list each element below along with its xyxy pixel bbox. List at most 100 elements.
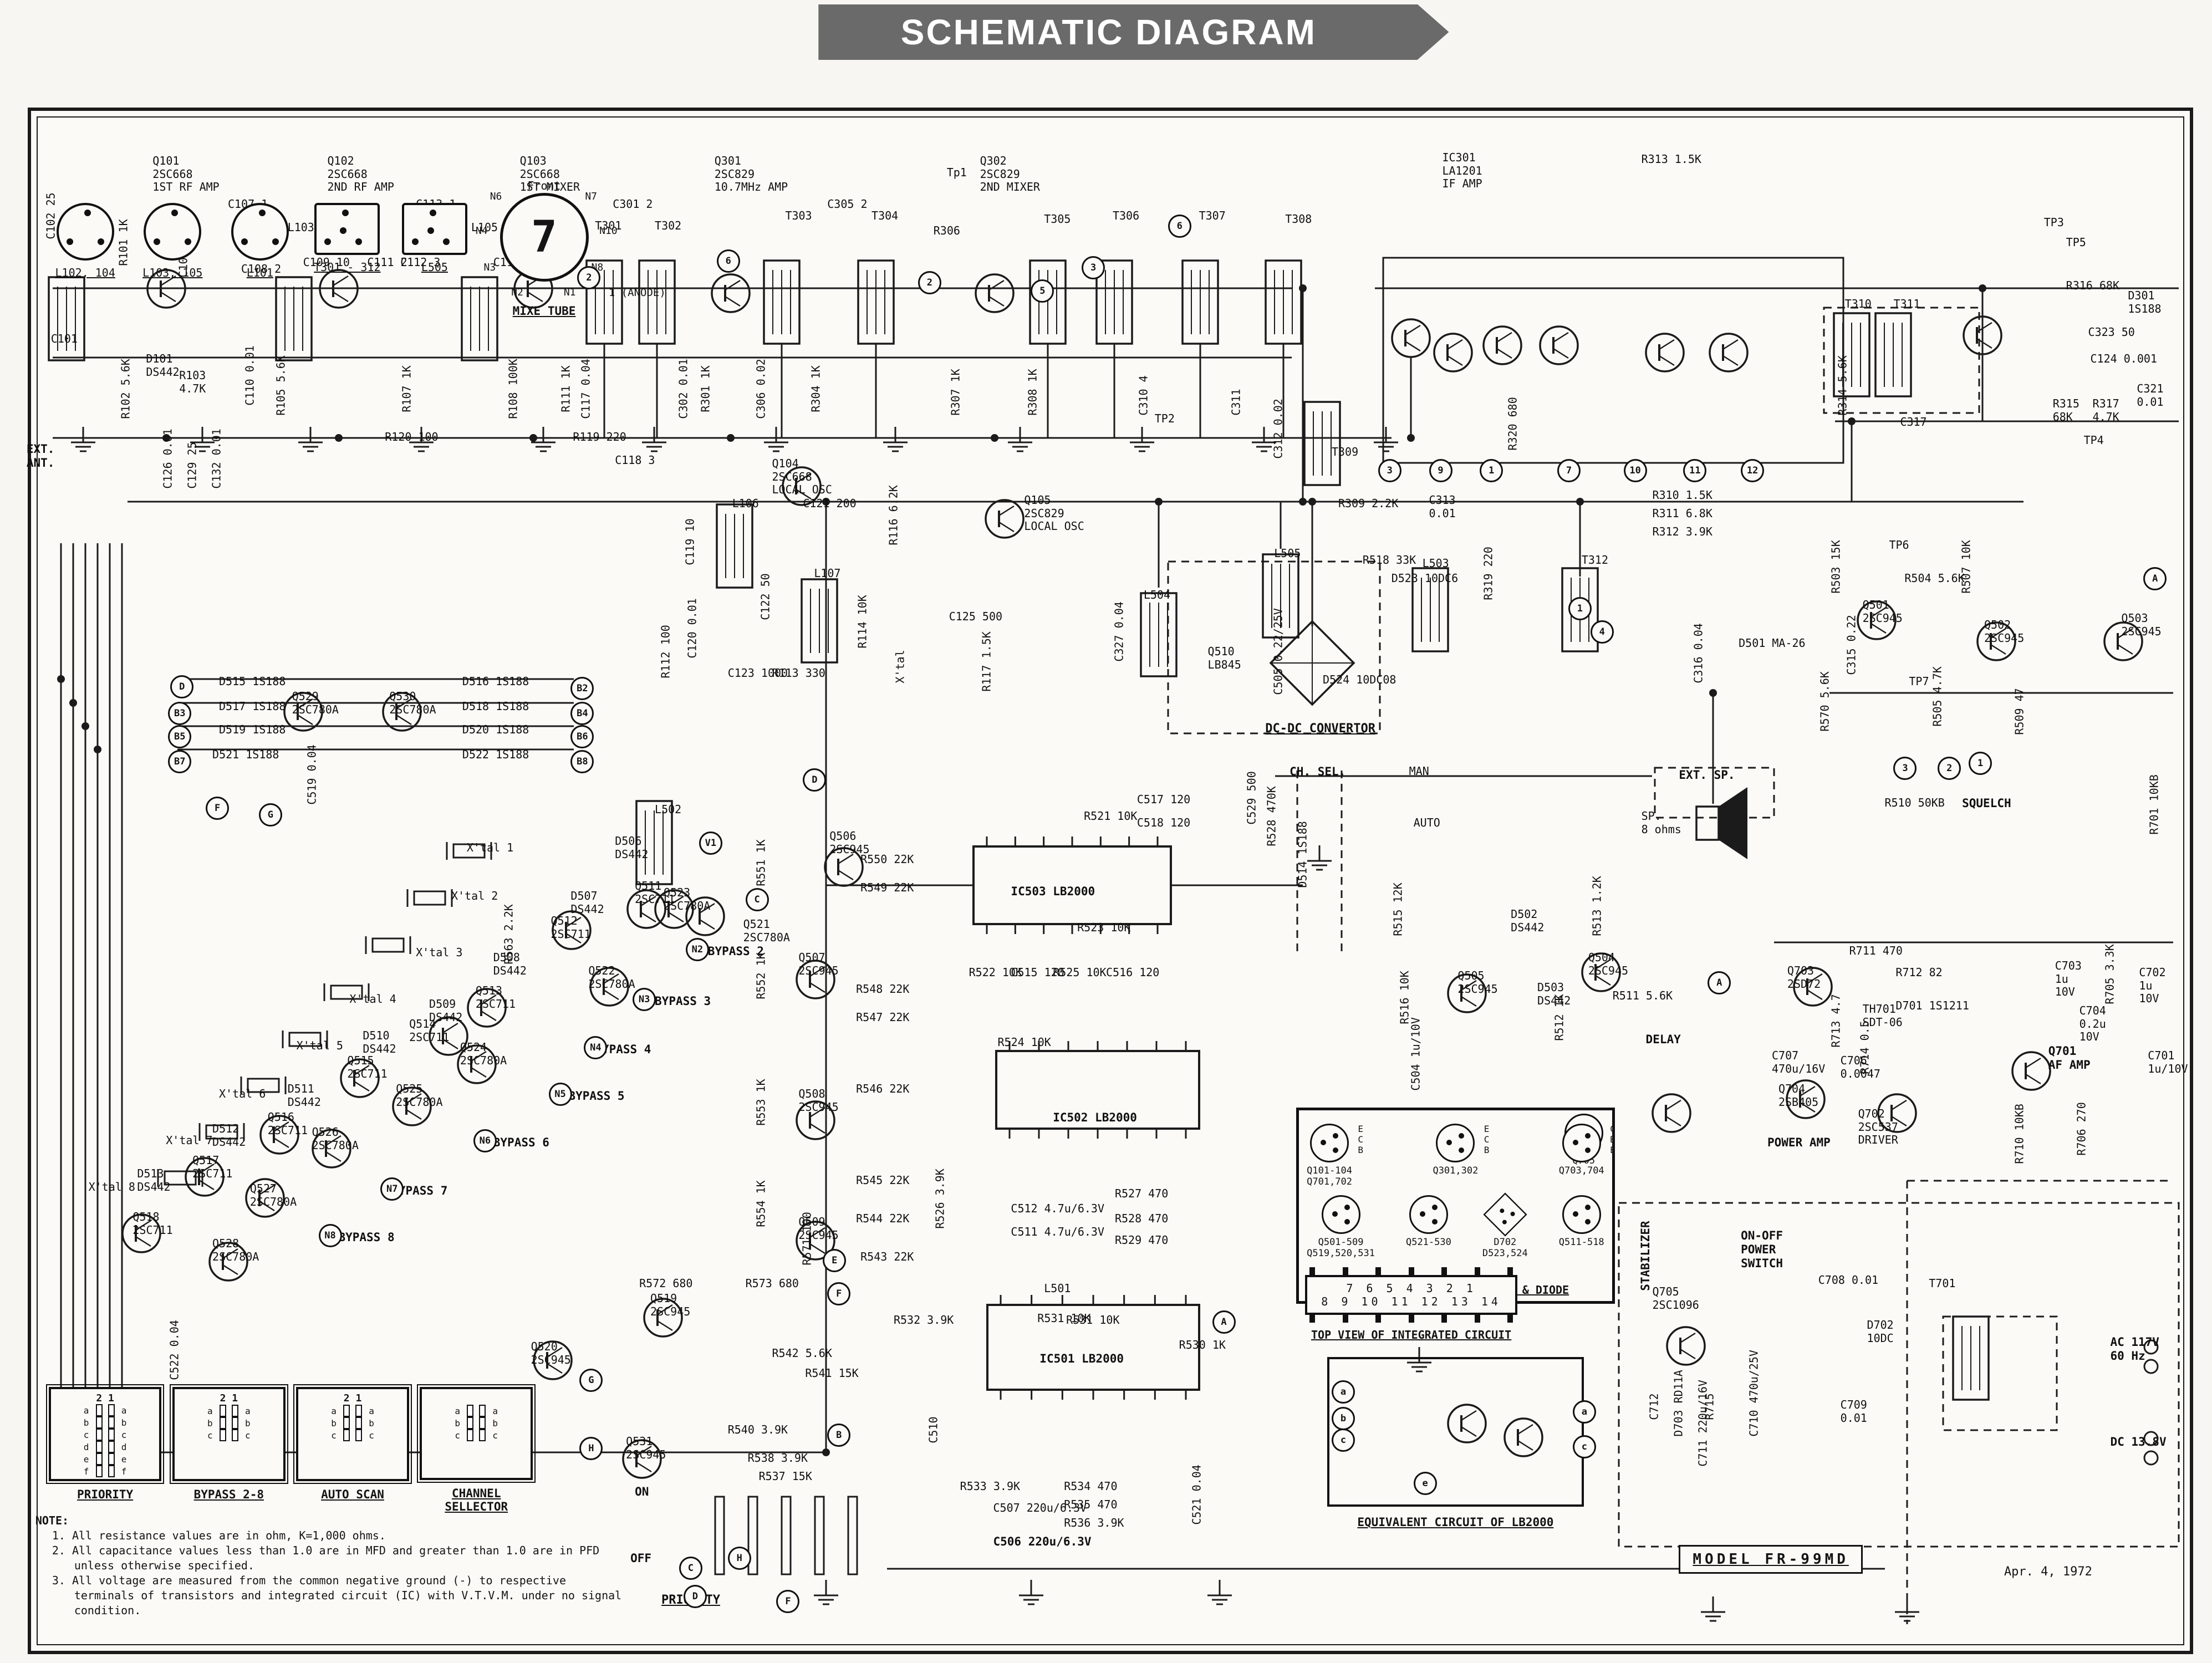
ic-pin-numbers: 7 6 5 4 3 2 1 8 9 10 11 12 13 14 [1305,1274,1518,1315]
socket-glyph [144,203,202,261]
component-label: Q104 2SC668 LOCAL OSC [772,457,832,497]
component-label: R523 10K [1077,921,1131,934]
component-label: C510 [926,1416,940,1443]
component-label: X'tal 8 [88,1180,135,1193]
tube-pin-label: N1 [563,287,576,299]
switch-contact-glyph [108,1416,115,1429]
component-label: T307 [1199,209,1226,222]
socket-pin-dot [185,238,192,245]
component-label: Q520 2SC945 [531,1340,571,1366]
component-label: R554 1K [753,1180,767,1227]
component-label: T306 [1112,209,1140,222]
circled-terminal-label: a [1331,1380,1355,1404]
component-label: Q523 2SC780A [664,886,711,912]
component-label: Q526 2SC780A [312,1125,359,1152]
component-label: R529 470 [1114,1233,1169,1247]
component-label: C124 0.001 [2090,352,2157,365]
component-label: C704 0.2u 10V [2079,1004,2106,1044]
component-label: R112 100 [659,625,672,679]
component-label: C118 3 [615,453,655,467]
model-number-box: MODEL FR-99MD [1679,1545,1863,1574]
circled-terminal-label: N4 [584,1036,608,1059]
component-label: C521 0.04 [1189,1465,1203,1525]
switch-contact-glyph [479,1429,486,1441]
note-item: 3. All voltage are measured from the com… [52,1574,622,1617]
component-label: C317 [1900,415,1927,428]
component-label: C708 0.01 [1818,1273,1879,1287]
component-label: R521 10K [1084,809,1138,823]
component-label: Q508 2SC945 [798,1087,839,1114]
component-label: TP4 [2083,433,2104,447]
circled-terminal-label: 1 [1568,597,1592,620]
socket-pin-dot [154,238,161,245]
socket-label: L103, 105 [142,266,203,279]
component-label: R713 4.7 [1829,994,1843,1048]
component-label: IC503 LB2000 [1011,885,1095,898]
legend-column-numbers: 2 1 [343,1392,362,1404]
title-banner: SCHEMATIC DIAGRAM [818,4,1449,60]
component-label: R117 1.5K [979,631,993,692]
pinout-label: Q521-530 [1405,1237,1451,1248]
component-label: R541 15K [805,1366,859,1380]
component-label: C504 1u/10V [1408,1017,1422,1091]
component-label: TP2 [1154,412,1175,425]
switch-contact-glyph [467,1405,474,1417]
component-label: C702 1u 10V [2139,966,2166,1006]
component-label: R515 12K [1391,882,1405,936]
circled-terminal-label: N2 [685,938,709,961]
notes-block: NOTE: 1. All resistance values are in oh… [35,1513,633,1618]
component-label: ON [635,1485,649,1498]
circled-terminal-label: B3 [168,702,192,725]
component-label: C327 0.04 [1112,601,1126,662]
circled-terminal-label: 3 [1082,256,1105,279]
circled-terminal-label: 6 [1168,215,1191,238]
component-label: D521 1S188 [212,748,279,761]
component-label: BYPASS 5 [568,1089,625,1103]
component-label: C701 1u/10V [2148,1049,2188,1075]
component-label: D510 DS442 [363,1029,396,1055]
ic-pins-top [1305,1267,1517,1275]
circled-terminal-label: G [258,803,282,827]
component-label: X'tal 5 [296,1039,343,1052]
circled-terminal-label: H [727,1547,751,1570]
component-label: C522 0.04 [167,1320,181,1380]
component-label: D519 1S188 [219,723,286,736]
component-label: R524 10K [997,1035,1051,1049]
socket-label: L102, 104 [55,266,115,279]
component-label: Q504 2SC945 [1588,951,1629,977]
component-label: R706 270 [2074,1102,2088,1156]
legend-row-letter: c [207,1430,213,1441]
socket-glyph [56,203,114,261]
ic-pins-bottom [1305,1314,1517,1323]
component-label: T302 [655,219,682,232]
component-label: AUTO [1413,816,1440,829]
component-label: D301 1S188 [2128,289,2162,315]
component-label: DC-DC CONVERTOR [1265,722,1375,736]
tube-pin-label: N3 [483,261,496,273]
component-label: L505 [1274,547,1301,560]
component-label: C109 10 [303,256,350,269]
component-label: C709 0.01 [1840,1398,1867,1425]
circled-terminal-label: 3 [1893,757,1917,780]
component-label: D702 10DC [1867,1318,1894,1345]
circled-terminal-label: D [170,675,194,698]
component-label: R312 3.9K [1652,525,1712,538]
component-label: SP. 8 ohms [1641,809,1681,836]
ic-top-view: 7 6 5 4 3 2 1 8 9 10 11 12 13 14 TOP VIE… [1305,1267,1518,1341]
component-label: C302 0.01 [676,359,690,419]
circled-terminal-label: C [679,1557,702,1580]
component-label: C117 0.04 [579,359,593,419]
socket-pin-dot [411,238,419,245]
circled-terminal-label: G [579,1369,603,1392]
circled-terminal-label: E [823,1249,847,1272]
component-label: C312 0.02 [1271,399,1285,459]
component-label: T308 [1285,212,1312,226]
legend-column-numbers: 2 1 [220,1392,238,1404]
socket-pin-dot [84,210,91,216]
component-label: CH. SEL. [1290,765,1346,778]
